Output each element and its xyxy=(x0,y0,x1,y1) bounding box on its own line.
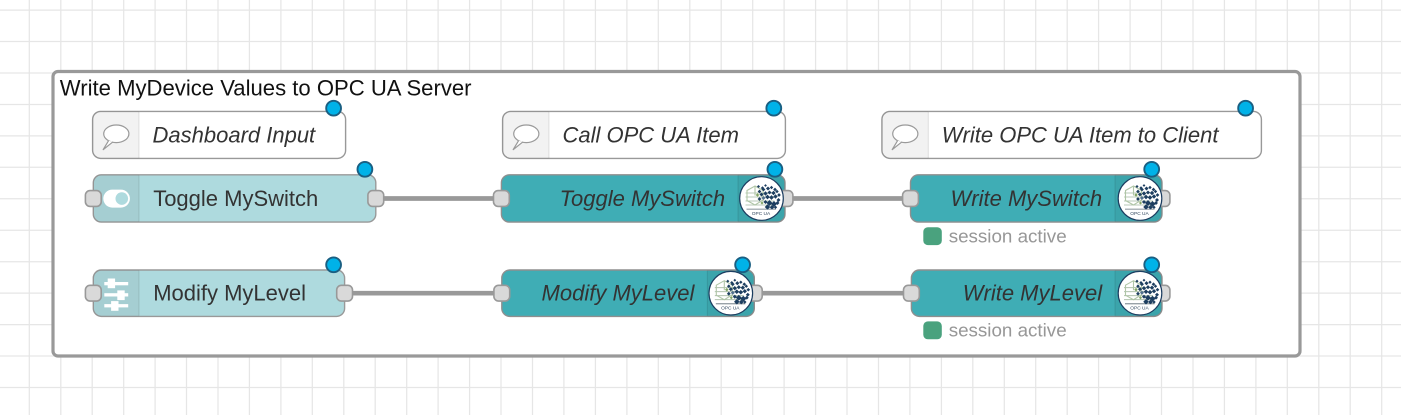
svg-text:Dashboard Input: Dashboard Input xyxy=(153,122,317,147)
svg-text:Modify MyLevel: Modify MyLevel xyxy=(542,281,696,306)
svg-text:Write MyDevice Values to OPC U: Write MyDevice Values to OPC UA Server xyxy=(60,76,472,101)
svg-text:Toggle MySwitch: Toggle MySwitch xyxy=(560,186,725,211)
svg-text:Write OPC UA Item to Client: Write OPC UA Item to Client xyxy=(942,122,1220,147)
svg-text:session active: session active xyxy=(949,225,1067,246)
svg-text:Write MySwitch: Write MySwitch xyxy=(951,186,1103,211)
svg-text:Modify MyLevel: Modify MyLevel xyxy=(153,281,306,306)
svg-text:Write MyLevel: Write MyLevel xyxy=(963,281,1103,306)
svg-text:Toggle MySwitch: Toggle MySwitch xyxy=(153,186,318,211)
svg-text:Call OPC UA Item: Call OPC UA Item xyxy=(563,122,739,147)
svg-text:session active: session active xyxy=(949,320,1067,341)
